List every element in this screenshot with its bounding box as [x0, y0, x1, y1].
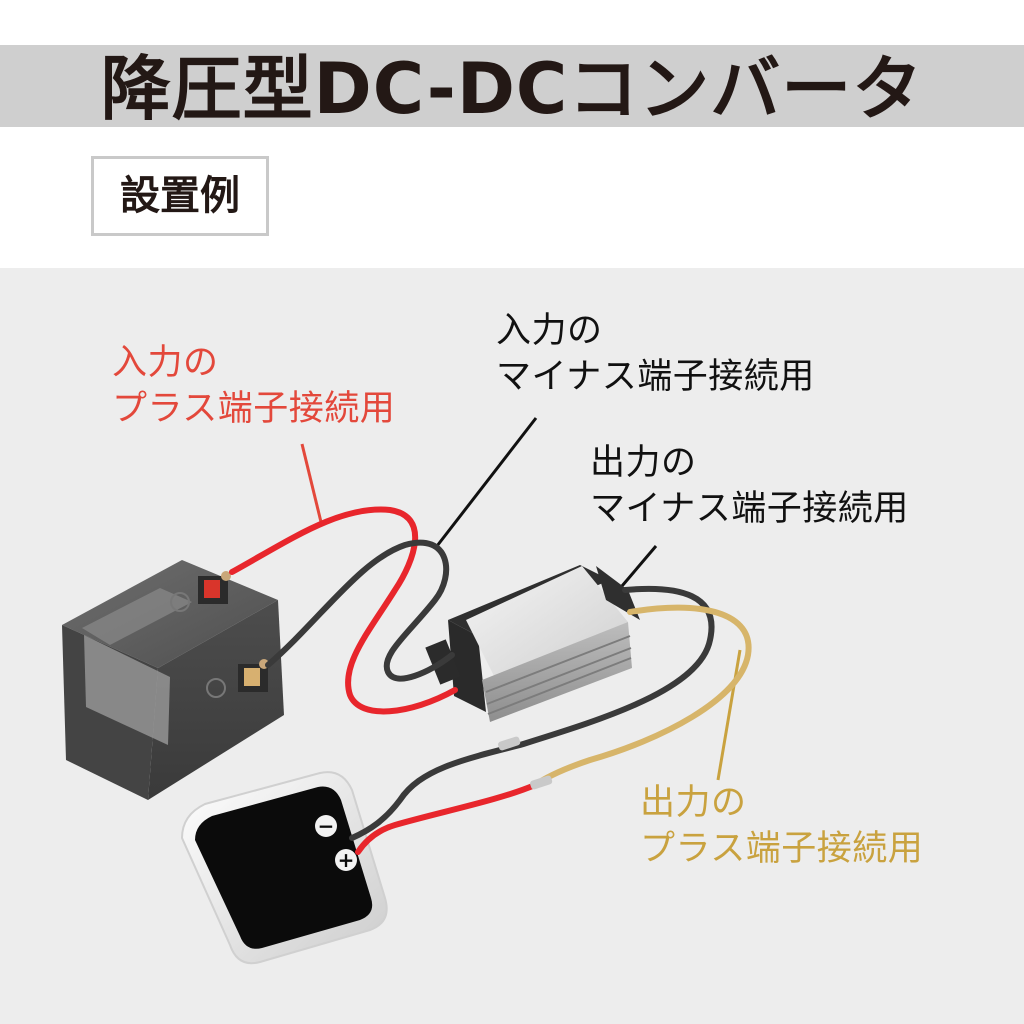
battery	[62, 560, 284, 800]
wire-connector	[530, 775, 553, 790]
example-badge: 設置例	[91, 156, 269, 236]
leader-output-minus	[620, 545, 658, 587]
leader-input-plus	[300, 443, 323, 523]
callout-output-minus-line2: マイナス端子接続用	[590, 489, 909, 529]
callout-output-plus-line1: 出力の	[640, 783, 747, 823]
callout-output-plus: 出力の プラス端子接続用	[640, 780, 923, 872]
output-device	[180, 771, 388, 965]
callout-input-plus-line1: 入力の	[112, 343, 219, 383]
leader-output-plus	[716, 649, 742, 781]
callout-input-minus: 入力の マイナス端子接続用	[496, 308, 815, 400]
wire-output-plus-yellow	[532, 604, 752, 788]
callout-output-minus-line1: 出力の	[590, 443, 697, 483]
leader-input-minus	[435, 417, 538, 547]
page-title: 降圧型DC-DCコンバータ	[100, 48, 924, 130]
wire-connector	[498, 736, 521, 751]
callout-output-minus: 出力の マイナス端子接続用	[590, 440, 909, 532]
dc-dc-converter	[425, 565, 640, 722]
callout-input-minus-line1: 入力の	[496, 311, 603, 351]
minus-symbol: −	[318, 814, 335, 838]
wire-device-plus-red	[355, 782, 538, 855]
wire-input-plus-red	[229, 506, 458, 715]
wire-input-minus-black	[265, 539, 455, 682]
callout-input-minus-line2: マイナス端子接続用	[496, 357, 815, 397]
callout-input-plus-line2: プラス端子接続用	[112, 389, 396, 429]
plus-symbol: +	[338, 848, 355, 872]
callout-output-plus-line2: プラス端子接続用	[640, 829, 924, 869]
callout-input-plus: 入力の プラス端子接続用	[112, 340, 395, 432]
title-band	[0, 45, 1024, 127]
